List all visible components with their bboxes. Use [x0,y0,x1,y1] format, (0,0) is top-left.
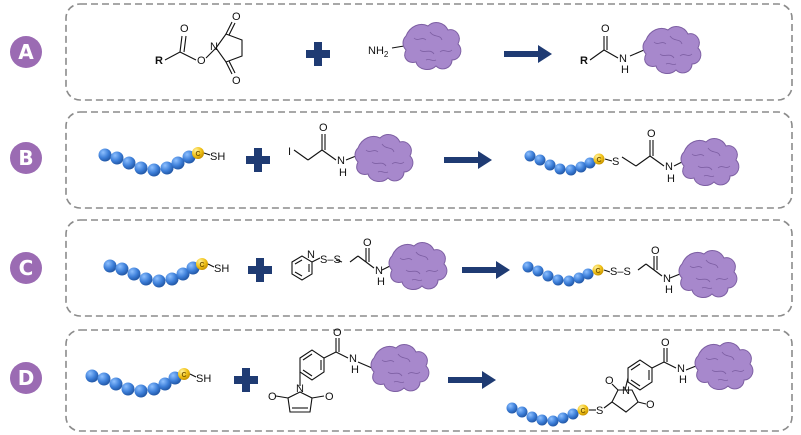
reagent-d-amide-n: N [349,353,357,365]
product-c-h: H [665,284,673,296]
reagent-d-n: N [296,383,304,395]
reagent-b-n: N [337,155,345,167]
protein-blob-icon [642,26,702,74]
thiol-label: SH [210,151,225,163]
cysteine-label: C [580,408,585,415]
protein-blob-icon [370,344,430,392]
product-a-n: N [619,53,627,65]
nhs-carbonyl-o: O [180,23,189,35]
reagent-b-o: O [319,122,328,134]
product-d-o-bottom: O [646,399,655,411]
product-b-s: S [612,156,619,168]
reagent-d-o-bottom: O [325,391,334,403]
pyridine-n: N [307,249,315,261]
nhs-r-group: R [155,55,163,67]
cysteine-label: C [181,372,186,379]
cysteine-bead [192,147,204,159]
thiol-label: SH [214,263,229,275]
product-d-n: N [622,385,630,397]
panel-b-badge [10,142,42,174]
product-d-amide-h: H [679,374,687,386]
plus-icon [248,258,272,282]
panel-c-badge-label: C [19,256,34,280]
reagent-d-amide-o: O [333,327,342,339]
reaction-arrow-icon [448,371,496,389]
plus-icon [246,148,270,172]
reaction-arrow-icon [504,45,552,63]
product-a-o: O [601,23,610,35]
cysteine-label: C [595,268,600,275]
protein-blob-icon [678,250,738,298]
product-d-amide-n: N [677,363,685,375]
product-b-n: N [665,161,673,173]
panel-b-border [65,111,793,209]
iodo-label: I [288,146,291,158]
reagent-c-h: H [377,276,385,288]
product-c-o: O [651,245,660,257]
protein-blob-icon [354,134,414,182]
reagent-d-o-top: O [268,391,277,403]
peptide-chain-icon: C [522,261,604,287]
nhs-ester [164,21,243,75]
product-a-r-group: R [580,55,588,67]
panel-a: A R O O N O O NH2 [10,3,793,101]
product-c-ss: S–S [610,266,631,278]
reagent-c-o: O [363,237,372,249]
product-a-h: H [621,64,629,76]
peptide-chain-icon: C [506,402,589,427]
cysteine-bead [592,264,604,276]
panel-a-badge [10,36,42,68]
product-d-s: S [596,405,603,417]
amide-product-a [589,36,645,61]
protein-blob-icon [402,22,462,70]
nhs-ester-o: O [197,55,206,67]
amine-nh: NH2 [368,45,389,59]
panel-c-border [65,219,793,317]
panel-d-badge-label: D [18,366,35,390]
panel-d-badge [10,362,42,394]
cysteine-bead [196,258,208,270]
nhs-top-o: O [232,11,241,23]
plus-icon [234,368,258,392]
peptide-chain-icon: C [524,150,605,176]
pyridyl-disulfide-reagent [291,248,391,281]
nhs-ring-n: N [210,41,218,53]
cysteine-bead [178,368,190,380]
panel-c-badge [10,252,42,284]
reagent-d-amide-h: H [351,364,359,376]
product-d-amide-o: O [661,337,670,349]
product-b-o: O [647,128,656,140]
panel-a-border [65,3,793,101]
protein-blob-icon [388,242,448,290]
peptide-chain-icon: C [85,368,190,398]
maleimide-reagent [275,338,373,413]
protein-blob-icon [694,342,754,390]
thiol-label: SH [196,373,211,385]
panel-c: C C SH [10,219,793,317]
cysteine-bead [577,404,589,416]
cysteine-label: C [596,157,601,164]
panel-b-badge-label: B [18,146,33,170]
plus-icon [306,42,330,66]
nhs-bottom-o: O [232,75,241,87]
peptide-chain-icon: C [103,258,208,288]
reaction-arrow-icon [462,261,510,279]
cysteine-label: C [199,262,204,269]
panel-a-badge-label: A [18,40,34,64]
reagent-c-n: N [375,265,383,277]
reaction-arrow-icon [444,151,492,169]
reagent-b-h: H [339,167,347,179]
cysteine-bead [593,153,605,165]
protein-blob-icon [680,138,740,186]
iodoacetamide-reagent [293,134,357,161]
product-b-h: H [667,173,675,185]
panel-b: B C SH I O N H [10,111,793,209]
peptide-chain-icon: C [98,147,204,177]
product-d-o-top: O [605,375,614,387]
product-c-n: N [663,273,671,285]
cysteine-label: C [195,151,200,158]
panel-d: D C SH [10,327,793,432]
reagent-c-ss: S–S [320,254,341,266]
